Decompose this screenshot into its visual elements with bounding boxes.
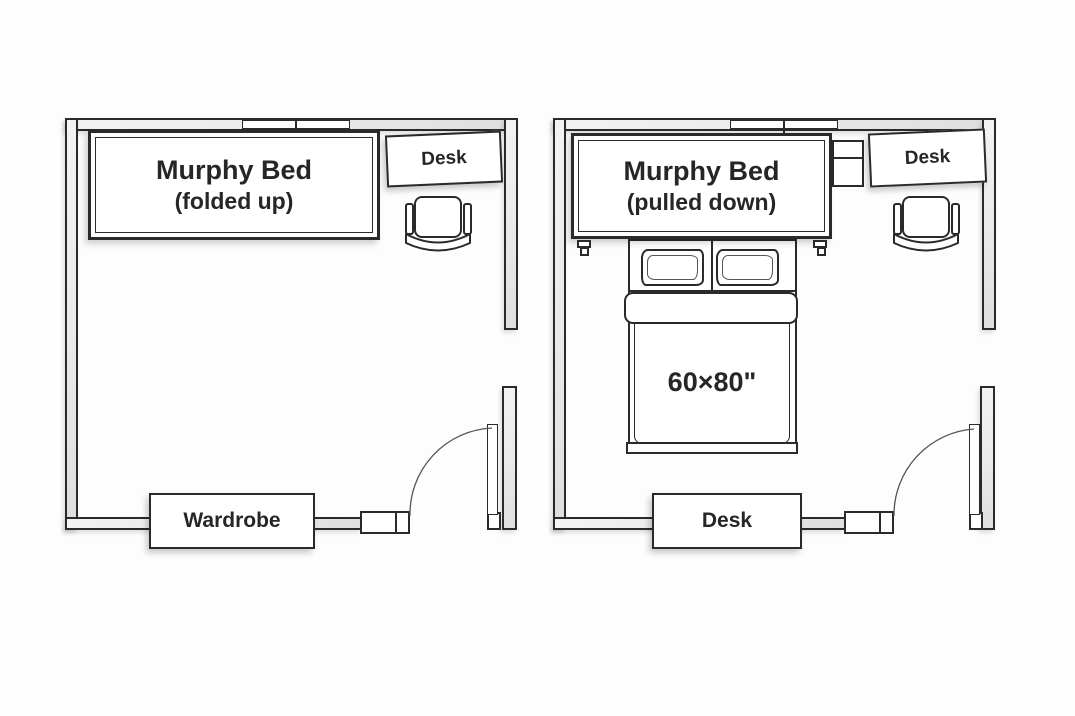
murphy-bed-pulled-box: Murphy Bed (pulled down) [571, 133, 832, 239]
door-jamb-divider [395, 513, 397, 532]
murphy-bed-folded-box: Murphy Bed (folded up) [88, 130, 380, 240]
mattress: 60×80" [634, 320, 790, 444]
cabinet-foot-icon [580, 247, 589, 256]
wall-right-lower [980, 386, 995, 530]
door-jamb [360, 511, 410, 534]
side-cabinet [832, 140, 864, 187]
chair-armrest-icon [951, 203, 960, 235]
bed-footboard [626, 442, 798, 454]
bottom-desk-label: Desk [701, 509, 753, 532]
chair-armrest-icon [893, 203, 902, 235]
wall-right-upper [504, 118, 518, 330]
wardrobe-label: Wardrobe [183, 509, 281, 532]
pillow-divider [711, 241, 713, 291]
door-jamb [844, 511, 894, 534]
side-cabinet-shelf-divider [834, 157, 862, 159]
pillow-icon [716, 249, 779, 286]
window-mullion-icon [783, 120, 785, 133]
murphy-bed-label: Murphy Bed [623, 156, 780, 186]
mattress-size-label: 60×80" [667, 366, 757, 397]
desk-chair-icon [902, 196, 950, 238]
murphy-bed-label: Murphy Bed [155, 155, 312, 185]
murphy-bed-state-label: (folded up) [174, 188, 294, 214]
bottom-desk: Desk [652, 493, 802, 549]
murphy-bed-state-label: (pulled down) [626, 189, 777, 215]
desk-chair-icon [414, 196, 462, 238]
door-jamb-divider [879, 513, 881, 532]
headboard-divider [630, 290, 795, 292]
wall-left [553, 118, 566, 530]
pillow-icon [641, 249, 704, 286]
door-leaf-icon [969, 424, 980, 515]
wardrobe: Wardrobe [149, 493, 315, 549]
window-mullion-icon [295, 120, 297, 133]
desk-label: Desk [904, 146, 951, 169]
folded-blanket-icon [624, 292, 798, 324]
desk: Desk [867, 128, 988, 188]
cabinet-foot-icon [817, 247, 826, 256]
wall-right-lower [502, 386, 517, 530]
